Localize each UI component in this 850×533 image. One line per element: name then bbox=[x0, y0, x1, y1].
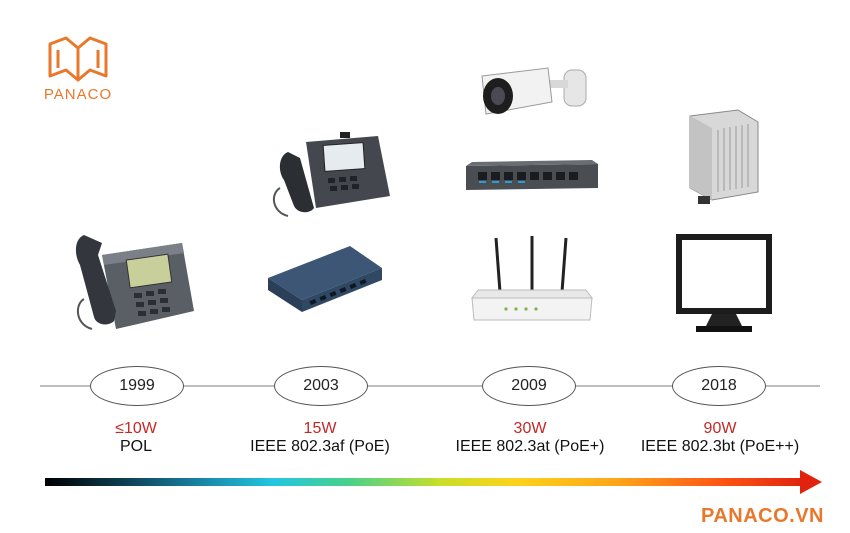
standard-label-2018: IEEE 802.3bt (PoE++) bbox=[640, 438, 800, 455]
year-label: 2018 bbox=[701, 377, 737, 394]
security-camera-icon bbox=[481, 67, 587, 115]
monitor-icon bbox=[676, 234, 772, 332]
standard-label-1999: POL bbox=[119, 438, 152, 455]
standard-label-2009: IEEE 802.3at (PoE+) bbox=[455, 438, 605, 455]
year-oval-2009: 2009 bbox=[482, 366, 576, 406]
power-label-1999: ≤10W bbox=[115, 420, 157, 437]
power-label-2003: 15W bbox=[303, 420, 337, 437]
year-label: 2009 bbox=[511, 377, 547, 394]
video-ip-phone-icon bbox=[272, 132, 390, 217]
standard-label-2003: IEEE 802.3af (PoE) bbox=[250, 438, 390, 455]
network-switch-icon bbox=[268, 246, 382, 312]
power-gradient-bar bbox=[45, 478, 805, 486]
arrow-right-icon bbox=[800, 470, 822, 494]
wifi-router-icon bbox=[471, 236, 593, 321]
outdoor-base-station-icon bbox=[689, 109, 759, 204]
ip-phone-icon bbox=[75, 235, 194, 330]
year-label: 2003 bbox=[303, 377, 339, 394]
panaco-logo: PANACO bbox=[38, 30, 118, 105]
logo-text: PANACO bbox=[43, 86, 113, 103]
book-logo-icon bbox=[48, 36, 108, 82]
year-label: 1999 bbox=[119, 377, 155, 394]
power-label-2009: 30W bbox=[513, 420, 547, 437]
brand-text: PANACO.VN bbox=[700, 505, 824, 527]
year-oval-2018: 2018 bbox=[672, 366, 766, 406]
power-label-2018: 90W bbox=[703, 420, 737, 437]
timeline-line bbox=[40, 385, 820, 387]
poe-switch-icon bbox=[466, 160, 598, 190]
year-oval-2003: 2003 bbox=[274, 366, 368, 406]
year-oval-1999: 1999 bbox=[90, 366, 184, 406]
